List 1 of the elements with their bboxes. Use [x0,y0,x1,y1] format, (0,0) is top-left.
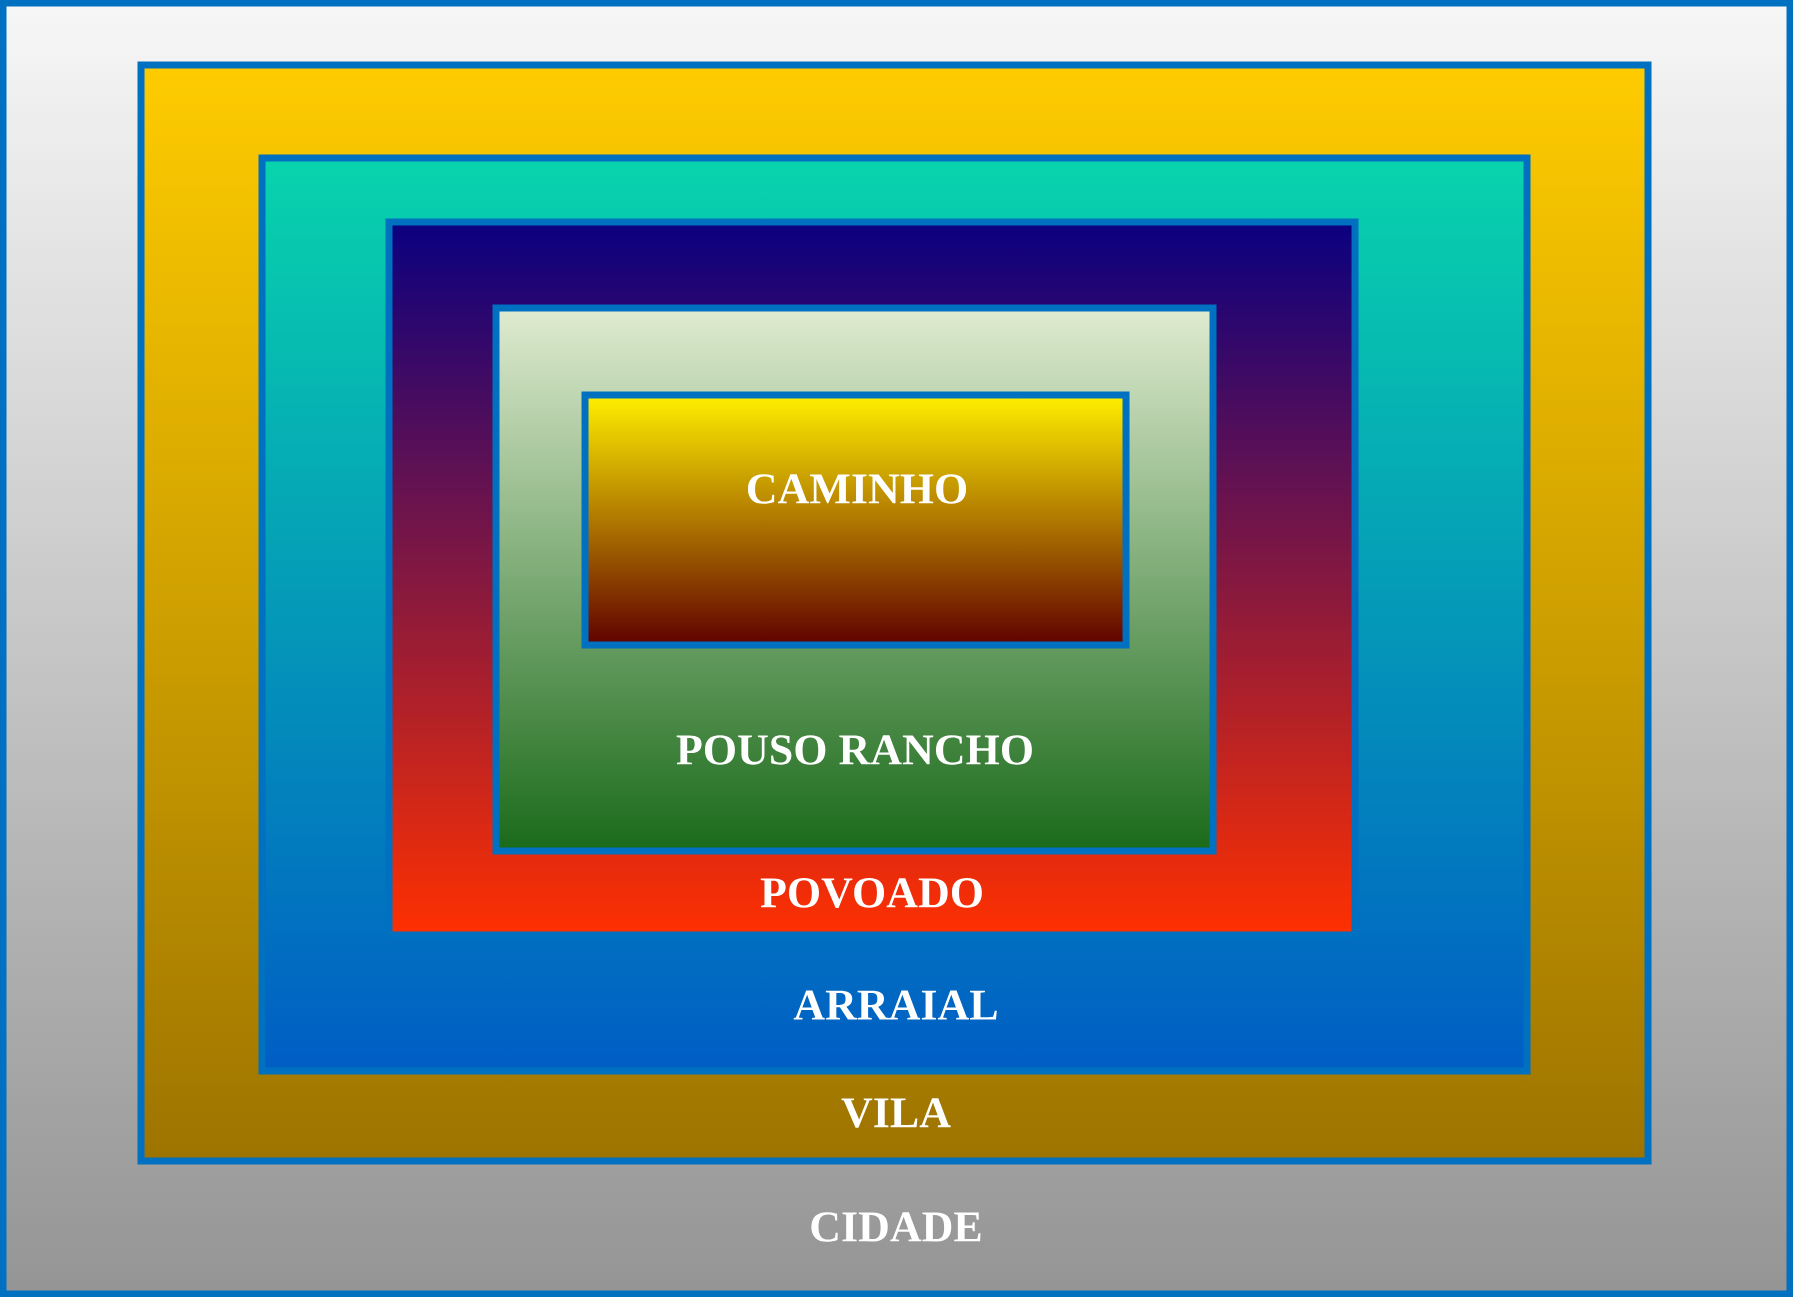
nested-box: CAMINHO [581,391,1130,649]
